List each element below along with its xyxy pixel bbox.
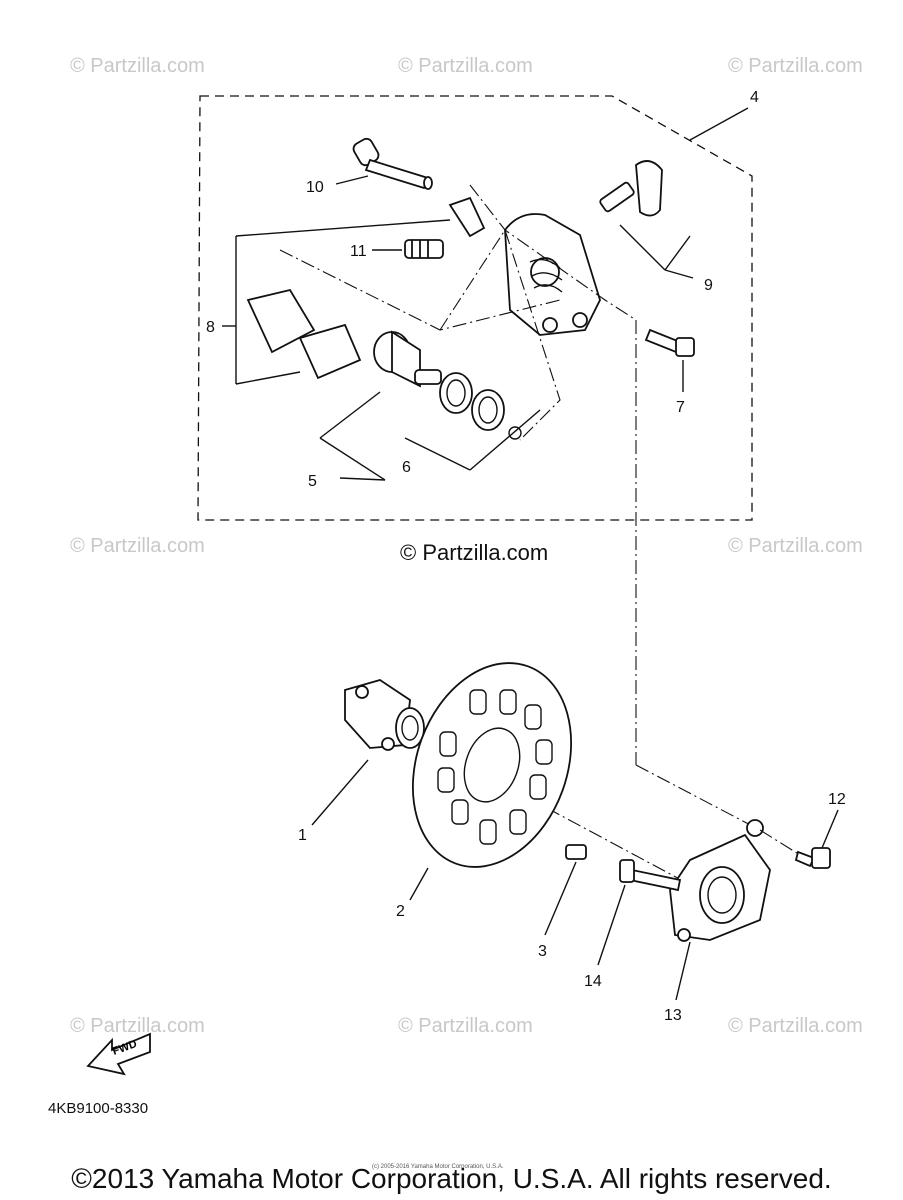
caliper-bracket-part: [669, 819, 771, 942]
leader-line-13: [675, 941, 691, 1001]
bolt-14-part: [619, 859, 682, 892]
leader-line-14: [597, 884, 626, 966]
part-number-13: 13: [664, 1007, 682, 1024]
part-number-14: 14: [584, 973, 602, 990]
part-number-4: 4: [750, 89, 759, 106]
part-number-6: 6: [402, 459, 411, 476]
leader-line-8c: [235, 371, 301, 385]
brake-pads-part: [246, 288, 362, 380]
bolt-axis-line: [759, 829, 801, 856]
leader-line-9b: [664, 235, 691, 271]
part-number-9: 9: [704, 277, 713, 294]
piston-part: [373, 330, 442, 388]
watermark: © Partzilla.com: [728, 55, 863, 77]
watermark: © Partzilla.com: [728, 1015, 863, 1037]
alignment-line: [439, 228, 561, 441]
part-number-11: 11: [350, 243, 367, 260]
brake-disc-part: [412, 662, 572, 868]
clip-part: [448, 196, 486, 238]
fwd-arrow-icon: FWD: [86, 1032, 151, 1076]
watermark: © Partzilla.com: [70, 55, 205, 77]
leader-line-5b: [319, 437, 386, 481]
hose-fitting-part: [599, 160, 663, 217]
watermark: © Partzilla.com: [398, 1015, 533, 1037]
leader-line-5c: [339, 477, 386, 481]
disc-bolt-part: [565, 844, 587, 860]
hub-part: [344, 679, 425, 751]
pin-bolt-part: [352, 137, 433, 190]
bleed-screw-part: [404, 239, 444, 259]
watermark: © Partzilla.com: [70, 1015, 205, 1037]
leader-line-12: [821, 809, 839, 849]
leader-line-10: [335, 175, 369, 185]
leader-line-6: [404, 437, 471, 471]
leader-line-9: [619, 224, 666, 271]
part-number-8: 8: [206, 319, 215, 336]
leader-line-9c: [664, 269, 694, 279]
watermark: © Partzilla.com: [398, 55, 533, 77]
tiny-notice: (c) 2005-2016 Yamaha Motor Corporation, …: [372, 1164, 504, 1170]
leader-line-5: [319, 391, 381, 439]
caliper-body: [504, 213, 601, 336]
watermark-main: © Partzilla.com: [400, 540, 548, 565]
piston-seals-part: [439, 372, 522, 440]
leader-line-3: [544, 861, 577, 936]
bolt-12-part: [794, 847, 831, 869]
leader-line-4: [689, 107, 749, 141]
part-number-2: 2: [396, 903, 405, 920]
part-number-7: 7: [676, 399, 685, 416]
alignment-line: [469, 184, 637, 765]
leader-line-8b: [235, 219, 451, 237]
part-number-12: 12: [828, 791, 846, 808]
part-number-10: 10: [306, 179, 324, 196]
leader-line-6b: [469, 409, 541, 471]
bolt-7-part: [644, 328, 695, 357]
part-number-1: 1: [298, 827, 307, 844]
watermark: © Partzilla.com: [728, 535, 863, 557]
copyright-notice: ©2013 Yamaha Motor Corporation, U.S.A. A…: [71, 1163, 832, 1194]
part-number-5: 5: [308, 473, 317, 490]
leader-line-1: [311, 759, 369, 826]
part-number-3: 3: [538, 943, 547, 960]
diagram-code: 4KB9100-8330: [48, 1100, 149, 1117]
watermark: © Partzilla.com: [70, 535, 205, 557]
leader-line-2: [409, 867, 429, 901]
alignment-line: [635, 764, 761, 831]
